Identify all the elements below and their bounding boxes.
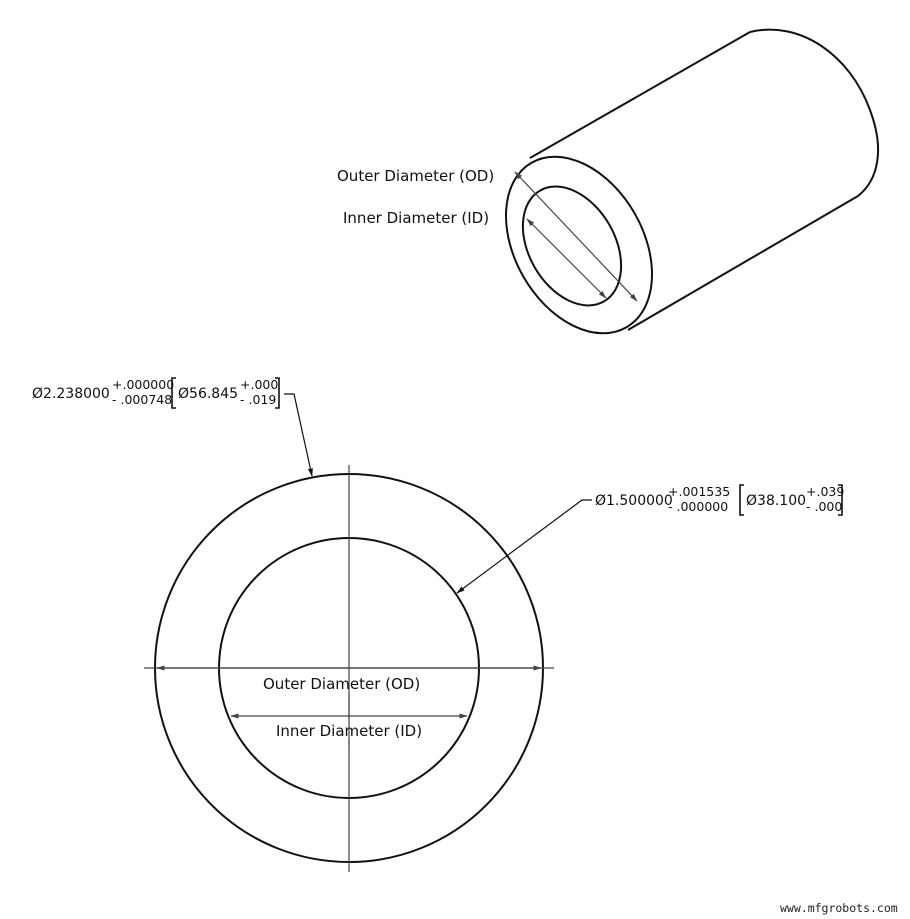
id-label-bg bbox=[275, 719, 435, 741]
svg-text:Ø56.845: Ø56.845 bbox=[178, 386, 238, 402]
inner-metric-symbol: Ø bbox=[746, 493, 757, 509]
outer-metric-plus: +.000 bbox=[240, 377, 278, 392]
bottom-silhouette bbox=[627, 195, 859, 331]
svg-text:Ø38.100: Ø38.100 bbox=[746, 493, 806, 509]
outer-metric-nominal: 56.845 bbox=[189, 386, 238, 402]
iso-id-dimension-line bbox=[526, 218, 607, 299]
front-id-label: Inner Diameter (ID) bbox=[276, 722, 422, 740]
outer-bracket-left bbox=[171, 377, 176, 409]
top-silhouette bbox=[529, 31, 751, 159]
svg-text:Ø2.238000: Ø2.238000 bbox=[32, 386, 110, 402]
iso-id-label: Inner Diameter (ID) bbox=[343, 209, 489, 227]
inner-metric-plus: +.039 bbox=[806, 484, 844, 499]
od-label-bg bbox=[262, 671, 448, 693]
watermark-text: www.mfgrobots.com bbox=[780, 901, 898, 915]
outer-dia-symbol: Ø bbox=[32, 386, 43, 402]
outer-diameter-callout: Ø2.238000 +.000000 - .000748 Ø56.845 +.0… bbox=[32, 377, 313, 477]
inner-plus-tol: +.001535 bbox=[668, 484, 730, 499]
inner-dia-symbol: Ø bbox=[595, 493, 606, 509]
outer-nominal: 2.238000 bbox=[43, 386, 110, 402]
inner-nominal: 1.500000 bbox=[606, 493, 673, 509]
inner-bracket-right bbox=[838, 484, 843, 516]
inner-diameter-callout: Ø1.500000 +.001535 - .000000 Ø38.100 +.0… bbox=[456, 484, 844, 594]
inner-metric-nominal: 38.100 bbox=[757, 493, 806, 509]
inner-leader-line bbox=[456, 499, 592, 594]
inner-minus-tol: - .000000 bbox=[668, 499, 728, 514]
outer-leader-line bbox=[284, 393, 313, 477]
outer-metric-symbol: Ø bbox=[178, 386, 189, 402]
iso-od-label: Outer Diameter (OD) bbox=[337, 167, 494, 185]
front-outer-ellipse bbox=[505, 155, 653, 335]
isometric-dimensions bbox=[514, 171, 638, 302]
back-end-arc bbox=[749, 28, 880, 197]
outer-metric-minus: - .019 bbox=[240, 392, 276, 407]
svg-text:Ø1.500000: Ø1.500000 bbox=[595, 493, 673, 509]
front-od-label: Outer Diameter (OD) bbox=[263, 675, 420, 693]
inner-bracket-left bbox=[739, 484, 744, 516]
outer-plus-tol: +.000000 bbox=[112, 377, 174, 392]
outer-bracket-right bbox=[275, 377, 280, 409]
inner-metric-minus: - .000 bbox=[806, 499, 842, 514]
front-view bbox=[144, 465, 554, 872]
outer-minus-tol: - .000748 bbox=[112, 392, 172, 407]
